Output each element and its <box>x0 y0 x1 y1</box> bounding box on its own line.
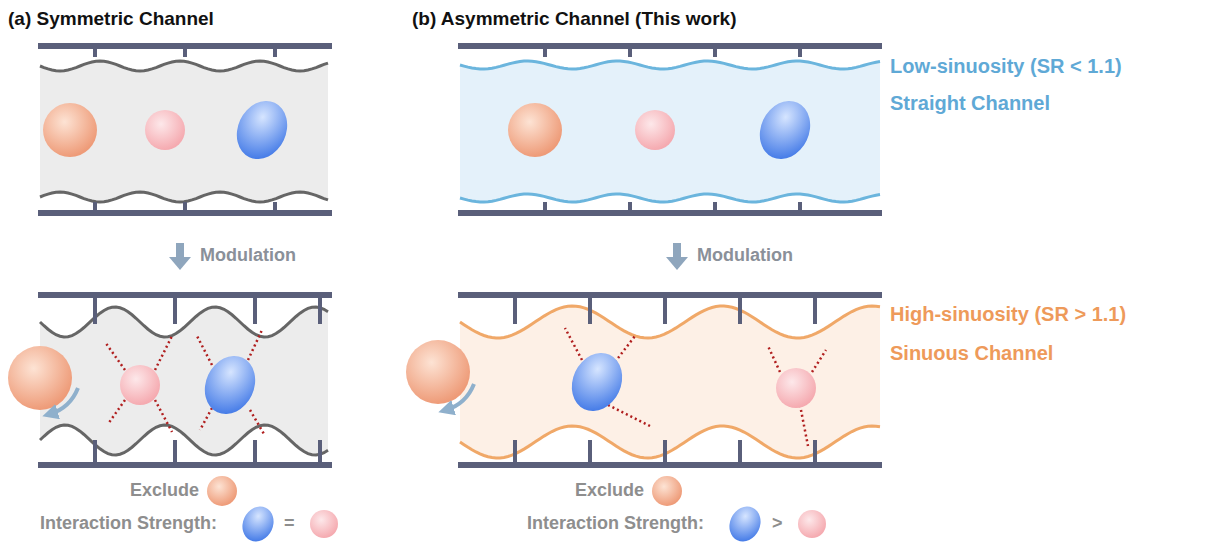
plate-tick <box>813 440 817 462</box>
modulation-label: Modulation <box>200 245 296 266</box>
plate <box>458 462 882 468</box>
exclusion-arrow <box>50 384 474 414</box>
comparison-sign: > <box>772 513 783 534</box>
channel-fill <box>40 307 328 455</box>
plate-tick <box>93 298 97 324</box>
plate-tick <box>183 202 187 210</box>
channel-type-label: Sinuous Channel <box>890 342 1053 365</box>
channel-plates <box>38 43 882 468</box>
sinuosity-label: High-sinuosity (SR > 1.1) <box>890 303 1126 326</box>
plate-tick <box>318 298 322 324</box>
plate-tick <box>93 202 97 210</box>
plate-tick <box>588 298 592 324</box>
plate-tick <box>738 440 742 462</box>
plate <box>38 292 332 298</box>
plate-tick <box>543 202 547 210</box>
plate-tick <box>183 49 187 57</box>
plate-tick <box>663 298 667 324</box>
particles <box>8 93 826 544</box>
plate-tick <box>713 202 717 210</box>
plate-tick <box>543 49 547 57</box>
plate-tick <box>798 202 802 210</box>
interaction-label: Interaction Strength: <box>40 513 217 534</box>
plate-tick <box>513 298 517 324</box>
plate-tick <box>173 298 177 324</box>
exclude-label: Exclude <box>130 480 199 501</box>
plate-tick <box>713 49 717 57</box>
plate-tick <box>273 202 277 210</box>
plate-tick <box>738 298 742 324</box>
plate-tick <box>253 298 257 324</box>
wave-wall <box>460 194 880 202</box>
interaction-label: Interaction Strength: <box>527 513 704 534</box>
channel-walls <box>40 61 880 458</box>
channel-type-label: Straight Channel <box>890 92 1050 115</box>
plate-tick <box>253 440 257 462</box>
wave-wall <box>40 61 328 71</box>
plate-tick <box>93 440 97 462</box>
plate <box>38 210 332 216</box>
channel-fill <box>460 306 880 458</box>
plate-tick <box>663 440 667 462</box>
plate-tick <box>813 298 817 324</box>
panel-heading: (b) Asymmetric Channel (This work) <box>412 8 736 30</box>
plate <box>458 43 882 49</box>
plate-tick <box>318 440 322 462</box>
plate-tick <box>273 49 277 57</box>
wave-wall <box>460 61 880 69</box>
modulation-label: Modulation <box>697 245 793 266</box>
plate-tick <box>798 49 802 57</box>
plate <box>38 462 332 468</box>
sinuosity-label: Low-sinuosity (SR < 1.1) <box>890 55 1122 78</box>
plate-tick <box>513 440 517 462</box>
wave-wall <box>40 192 328 202</box>
modulation-arrow <box>169 243 688 270</box>
plate-tick <box>588 440 592 462</box>
comparison-sign: = <box>284 513 295 534</box>
channel-fill <box>460 61 880 202</box>
channel-fill <box>40 61 328 202</box>
plate <box>38 43 332 49</box>
plate-tick <box>93 49 97 57</box>
plate-tick <box>628 49 632 57</box>
plate <box>458 292 882 298</box>
panel-heading: (a) Symmetric Channel <box>8 8 214 30</box>
wave-wall <box>40 425 328 455</box>
plate-tick <box>173 440 177 462</box>
plate-tick <box>628 202 632 210</box>
wave-wall <box>40 307 328 337</box>
interaction-lines <box>105 328 826 446</box>
plate <box>458 210 882 216</box>
exclude-label: Exclude <box>575 480 644 501</box>
